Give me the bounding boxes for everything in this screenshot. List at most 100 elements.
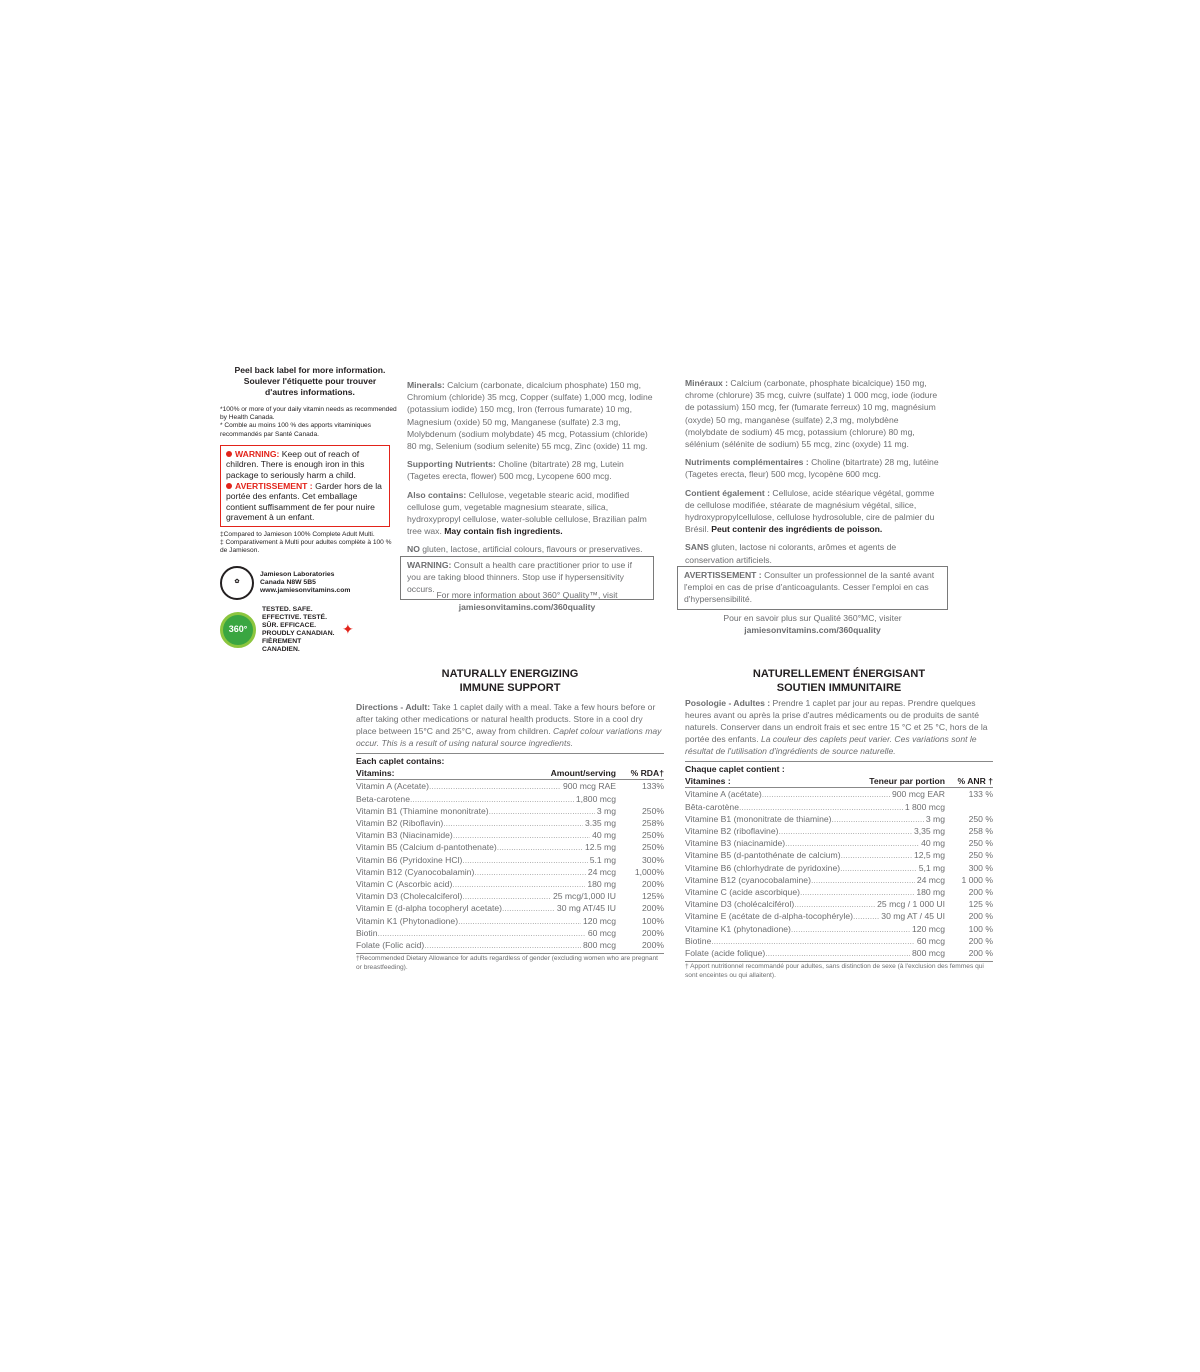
vitamin-name-cell: Vitamin B5 (Calcium d-pantothenate): [356, 841, 583, 853]
vitamin-name: Vitamine K1 (phytonadione): [685, 923, 791, 934]
fr-ingredients: Minéraux : Calcium (carbonate, phosphate…: [685, 377, 943, 572]
vitamin-amount: 1 800 mcg: [904, 801, 945, 812]
table-row: Vitamine A (acétate)900 mcg EAR 133 %: [685, 788, 993, 800]
vitamin-amount: 12.5 mg: [584, 842, 616, 853]
vitamin-pct: 100%: [642, 915, 664, 926]
leader-dots: [765, 947, 910, 959]
vitamin-pct: 200 %: [968, 935, 993, 946]
fr-minerals-label: Minéraux :: [685, 378, 728, 388]
vitamin-pct: 200%: [642, 903, 664, 914]
vitamin-name: Vitamine B2 (riboflavine): [685, 826, 779, 837]
child-warning-box: WARNING: Keep out of reach of children. …: [220, 444, 390, 527]
fr-no-text: gluten, lactose ni colorants, arômes et …: [685, 542, 897, 565]
vitamin-pct: 200 %: [968, 911, 993, 922]
vitamin-pct: 250 %: [968, 838, 993, 849]
maple-leaf-icon: ✦: [342, 621, 354, 638]
vitamin-name-cell: Vitamin B2 (Riboflavin): [356, 817, 583, 829]
fr-heading-1: NATURELLEMENT ÉNERGISANT: [752, 668, 926, 680]
en-col-amount: Amount/serving: [550, 768, 616, 779]
company-address: Canada N8W 5B5: [260, 578, 316, 586]
vitamin-name-cell: Vitamin B12 (Cyanocobalamin): [356, 866, 586, 878]
vitamin-pct: 133 %: [968, 789, 993, 800]
footnote-en: *100% or more of your daily vitamin need…: [220, 406, 397, 422]
vitamin-name-cell: Vitamine B2 (riboflavine): [685, 825, 912, 837]
vitamin-amount: 25 mcg/1,000 IU: [552, 891, 616, 902]
vitamin-pct: 300 %: [968, 862, 993, 873]
vitamin-name-cell: Vitamine B12 (cyanocobalamine): [685, 874, 915, 886]
fr-more-info-text: Pour en savoir plus sur Qualité 360°MC, …: [723, 613, 902, 623]
en-supporting-text: Choline (bitartrate) 28 mg, Lutein (Tage…: [407, 459, 624, 482]
fr-supporting: Nutriments complémentaires : Choline (bi…: [685, 456, 943, 480]
leader-dots: [410, 793, 574, 805]
vitamin-pct: 125 %: [968, 899, 993, 910]
leader-dots: [474, 866, 586, 878]
vitamin-pct: 258 %: [968, 826, 993, 837]
en-more-info: For more information about 360° Quality™…: [400, 589, 654, 613]
vitamin-name-cell: Vitamine A (acétate): [685, 788, 890, 800]
avert-dot-icon: [226, 482, 232, 489]
table-row: Vitamin D3 (Cholecalciferol)25 mcg/1,000…: [356, 890, 664, 902]
table-row: Bêta-carotène 1 800 mcg: [685, 801, 993, 813]
vitamin-name-cell: Vitamine K1 (phytonadione): [685, 923, 910, 935]
vitamin-name: Biotine: [685, 935, 712, 946]
vitamin-name-cell: Vitamine B1 (mononitrate de thiamine): [685, 813, 924, 825]
en-contains-label: Each caplet contains:: [356, 756, 445, 766]
en-table-body: Vitamin A (Acetate)900 mcg RAE133%Beta-c…: [356, 780, 664, 951]
vitamin-amount: 180 mg: [916, 887, 945, 898]
vitamin-pct: [945, 801, 993, 813]
vitamin-pct: 258%: [642, 818, 664, 829]
en-practitioner-warning: WARNING: Consult a health care practitio…: [400, 556, 654, 600]
left-panel: Peel back label for more information. So…: [220, 365, 400, 654]
vitamin-amount: 3,35 mg: [913, 826, 945, 837]
leader-dots: [785, 837, 919, 849]
vitamin-amount: 1,800 mcg: [575, 793, 616, 804]
vitamin-name: Folate (acide folique): [685, 948, 766, 959]
en-minerals-label: Minerals:: [407, 380, 445, 390]
vitamin-amount: 24 mcg: [916, 874, 945, 885]
leader-dots: [497, 841, 583, 853]
fr-contains-label: Chaque caplet contient :: [685, 764, 785, 774]
vitamin-amount: 900 mcg RAE: [562, 781, 616, 792]
en-warning-text: Consult a health care practitioner prior…: [407, 560, 632, 595]
en-directions-label: Directions - Adult:: [356, 702, 431, 712]
fr-supporting-text: Choline (bitartrate) 28 mg, lutéine (Tag…: [685, 457, 939, 480]
warning-label: WARNING:: [235, 448, 280, 459]
en-more-info-url[interactable]: jamiesonvitamins.com/360quality: [458, 602, 596, 613]
vitamin-pct: 100 %: [968, 923, 993, 934]
vitamin-name-cell: Vitamin D3 (Cholecalciferol): [356, 890, 551, 902]
vitamin-pct: 200%: [642, 940, 664, 951]
en-directions-note: Caplet colour variations may occur. This…: [356, 726, 662, 748]
leader-dots: [791, 923, 910, 935]
en-no: NO gluten, lactose, artificial colours, …: [407, 543, 653, 555]
vitamin-amount: 40 mg: [921, 838, 945, 849]
fr-supplement-panel: NATURELLEMENT ÉNERGISANT SOUTIEN IMMUNIT…: [685, 667, 993, 980]
fr-directions-text: Prendre 1 caplet par jour au repas. Pren…: [685, 698, 988, 744]
peel-back-note-fr: Soulever l'étiquette pour trouver d'autr…: [243, 376, 377, 397]
en-vitamin-table: Each caplet contains: Vitamins: Amount/s…: [356, 753, 664, 951]
peel-back-note-en: Peel back label for more information.: [234, 365, 386, 375]
leader-dots: [452, 878, 585, 890]
leader-dots: [462, 890, 551, 902]
leader-dots: [489, 805, 595, 817]
vitamin-amount: 5,1 mg: [918, 862, 945, 873]
leader-dots: [711, 935, 915, 947]
vitamin-pct: 1,000%: [634, 866, 664, 877]
warning-fr: AVERTISSEMENT : Garder hors de la portée…: [226, 481, 386, 523]
leader-dots: [811, 874, 915, 886]
vitamin-amount: 60 mcg: [587, 927, 616, 938]
en-fish-note: May contain fish ingredients.: [444, 526, 563, 537]
vitamin-amount: 900 mcg EAR: [891, 789, 945, 800]
fr-more-info-url[interactable]: jamiesonvitamins.com/360quality: [744, 625, 881, 636]
leader-dots: [853, 910, 879, 922]
vitamin-name-cell: Vitamin A (Acetate): [356, 780, 561, 792]
vitamin-name: Vitamine B12 (cyanocobalamine): [685, 874, 811, 885]
avert-label: AVERTISSEMENT :: [235, 480, 313, 491]
fr-directions-label: Posologie - Adultes :: [685, 698, 771, 708]
en-supporting-label: Supporting Nutrients:: [407, 459, 496, 470]
vitamin-name: Bêta-carotène: [685, 801, 739, 812]
